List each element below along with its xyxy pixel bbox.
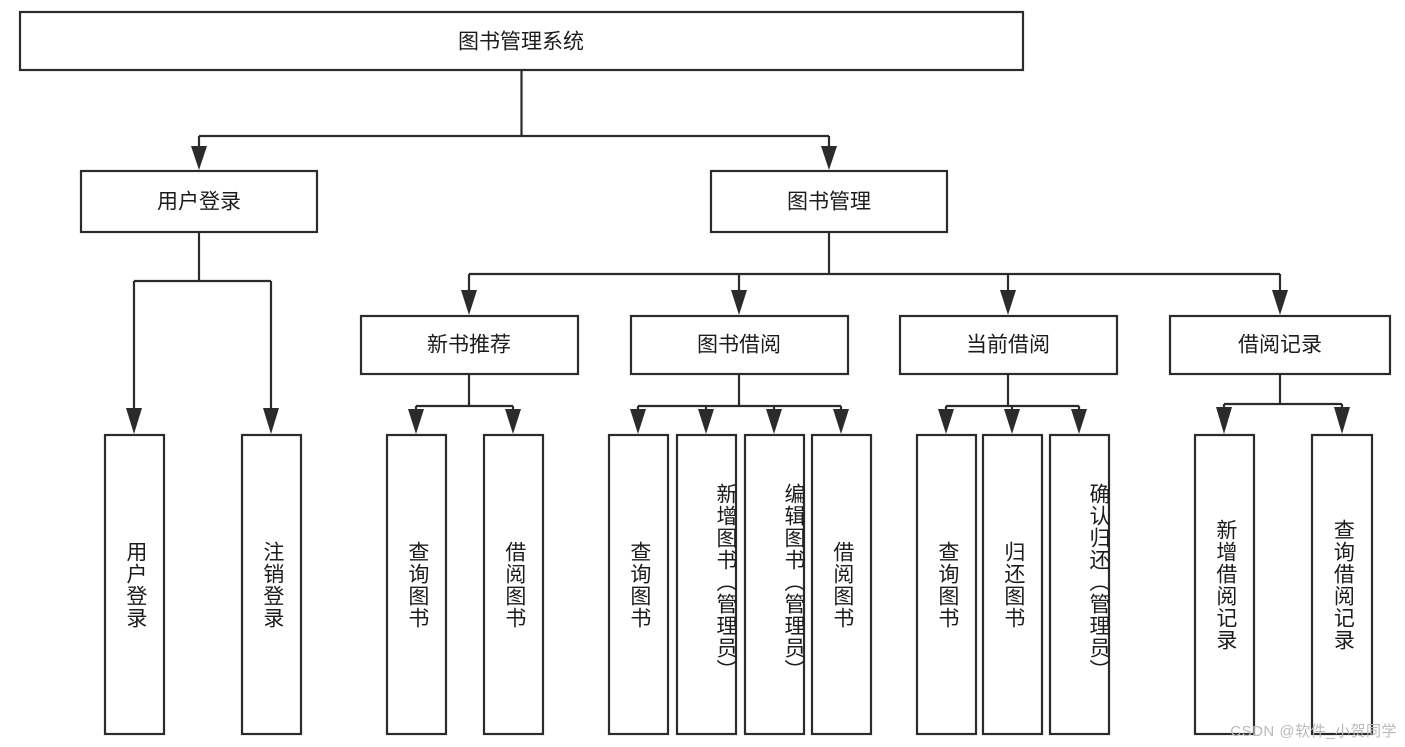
node-box-leaf-add-book-admin[interactable] xyxy=(675,433,738,736)
label-book-borrow: 图书借阅 xyxy=(697,334,781,357)
label-book-management: 图书管理 xyxy=(787,191,871,214)
arrow-head-leaf-user-login xyxy=(126,408,142,434)
arrow-head-leaf-edit-book-admin xyxy=(766,409,782,434)
label-new-book-recommend: 新书推荐 xyxy=(427,334,511,357)
horizontal-labels-group: 图书管理系统 用户登录 图书管理 新书推荐 图书借阅 当前借阅 借阅记录 xyxy=(157,31,1322,357)
arrow-head-leaf-query-book xyxy=(630,409,646,434)
node-box-current-borrow[interactable] xyxy=(898,314,1119,376)
node-box-leaf-query-book-current[interactable] xyxy=(915,433,978,736)
arrow-head-book-management xyxy=(821,146,837,170)
arrow-head-leaf-borrow-book xyxy=(833,409,849,434)
node-box-leaf-borrow-book-recommend[interactable] xyxy=(482,433,545,736)
node-box-leaf-edit-book-admin[interactable] xyxy=(743,433,806,736)
arrow-head-leaf-add-book-admin xyxy=(698,409,714,434)
arrow-head-leaf-user-logout xyxy=(263,408,279,434)
label-current-borrow: 当前借阅 xyxy=(966,334,1050,357)
arrow-head-leaf-add-borrow-record xyxy=(1216,407,1232,434)
arrow-head-leaf-query-book-current xyxy=(938,409,954,434)
arrow-head-current-borrow xyxy=(1000,290,1016,315)
node-box-leaf-user-logout[interactable] xyxy=(240,433,303,736)
node-box-new-book-recommend[interactable] xyxy=(359,314,580,376)
node-box-leaf-add-borrow-record[interactable] xyxy=(1193,433,1256,736)
node-box-user-login[interactable] xyxy=(79,169,319,234)
node-box-borrow-record[interactable] xyxy=(1168,314,1392,376)
node-box-leaf-return-book[interactable] xyxy=(981,433,1044,736)
arrow-head-new-book-recommend xyxy=(461,290,477,315)
node-box-leaf-query-book[interactable] xyxy=(607,433,670,736)
node-box-book-borrow[interactable] xyxy=(629,314,850,376)
arrow-head-borrow-record xyxy=(1272,290,1288,315)
node-box-leaf-query-borrow-record[interactable] xyxy=(1310,433,1374,736)
node-box-leaf-borrow-book[interactable] xyxy=(810,433,873,736)
boxes-group xyxy=(18,10,1392,736)
arrow-head-book-borrow xyxy=(731,290,747,315)
label-root: 图书管理系统 xyxy=(458,31,584,54)
connectors-group xyxy=(126,70,1350,434)
node-box-leaf-confirm-return-admin[interactable] xyxy=(1048,433,1111,736)
arrow-head-leaf-borrow-book-recommend xyxy=(505,409,521,434)
csdn-watermark: CSDN @软件_小贺同学 xyxy=(1230,723,1397,740)
label-user-login: 用户登录 xyxy=(157,191,241,214)
arrow-head-leaf-return-book xyxy=(1004,409,1020,434)
arrow-head-user-login xyxy=(191,146,207,170)
label-borrow-record: 借阅记录 xyxy=(1238,334,1322,357)
node-box-root[interactable] xyxy=(18,10,1025,72)
arrow-head-leaf-confirm-return-admin xyxy=(1071,409,1087,434)
arrow-head-leaf-query-book-recommend xyxy=(408,409,424,434)
node-box-leaf-user-login[interactable] xyxy=(103,433,166,736)
node-box-leaf-query-book-recommend[interactable] xyxy=(385,433,448,736)
arrow-head-leaf-query-borrow-record xyxy=(1334,407,1350,434)
node-box-book-management[interactable] xyxy=(709,169,949,234)
